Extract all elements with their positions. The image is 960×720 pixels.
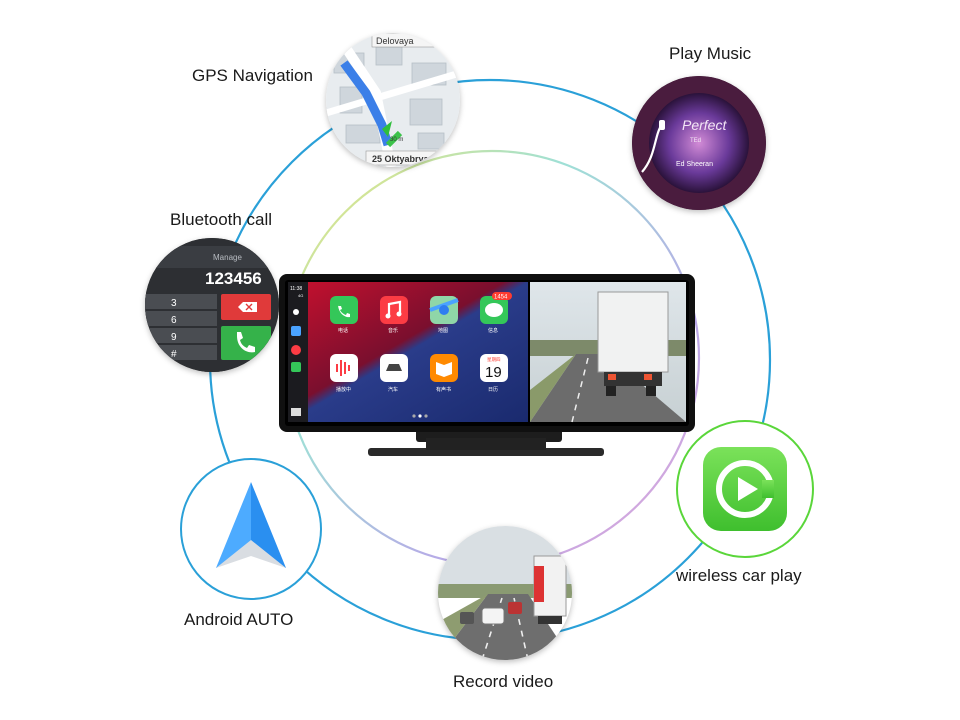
play-music-bubble: Perfect TEd Ed Sheeran (632, 76, 766, 210)
bluetooth-call-label: Bluetooth call (170, 210, 273, 229)
app-label-5: 播放中 (336, 386, 351, 393)
song-title: Perfect (682, 117, 727, 133)
sidebar-music-icon[interactable] (291, 345, 301, 355)
calendar-app-icon[interactable] (480, 354, 508, 382)
calendar-weekday: 星期四 (487, 357, 501, 363)
navigation-arrow-icon (382, 121, 392, 137)
wireless-carplay-bubble (676, 420, 814, 558)
wireless-carplay-label: wireless car play (676, 566, 802, 585)
app-label-1: 电话 (338, 327, 348, 334)
phone-header: Manage (213, 253, 242, 262)
dialed-number: 123456 (205, 269, 262, 288)
phone-handset-icon (237, 332, 255, 353)
bluetooth-call-bubble: Manage 123456 3 6 9 # (145, 238, 279, 372)
record-video-label: Record video (453, 672, 554, 691)
key-3[interactable]: 3 (171, 298, 177, 309)
call-button[interactable] (221, 326, 271, 360)
status-time: 11:38 (290, 286, 302, 292)
notification-badge (492, 292, 512, 300)
artist-name: Ed Sheeran (676, 161, 713, 168)
distance-readout: 30 m (390, 137, 403, 143)
phone-app-icon[interactable] (330, 296, 358, 324)
app-grid: 1454 电话 音乐 地图 信息 星期四 19 播放中 汽车 有声书 日历 (330, 292, 512, 418)
android-auto-bubble (180, 458, 322, 600)
app-label-7: 有声书 (436, 386, 451, 393)
play-music-label: Play Music (669, 44, 752, 63)
key-9[interactable]: 9 (171, 332, 177, 343)
sidebar-maps-icon[interactable] (291, 326, 301, 336)
street-top: Delovaya (376, 36, 414, 46)
song-subtitle: TEd (690, 138, 701, 144)
carplay-device: 11:38 4G 1454 电话 音乐 地图 信息 星期四 19 (279, 274, 695, 456)
key-6[interactable]: 6 (171, 315, 177, 326)
key-hash[interactable]: # (171, 349, 177, 360)
record-video-bubble (438, 526, 572, 660)
dashcam-view (530, 282, 686, 423)
badge-count: 1454 (494, 295, 508, 301)
status-signal: 4G (298, 293, 303, 298)
play-icon (738, 477, 758, 501)
route-line (340, 60, 393, 147)
gps-navigation-label: GPS Navigation (192, 66, 313, 85)
app-label-2: 音乐 (388, 327, 398, 334)
app-label-3: 地图 (438, 327, 448, 334)
app-label-6: 汽车 (388, 386, 398, 393)
page-dot[interactable] (412, 414, 416, 418)
android-auto-label: Android AUTO (184, 610, 294, 629)
sidebar-phone-icon[interactable] (291, 362, 301, 372)
street-bottom: 25 Oktyabrya (372, 154, 430, 164)
page-dot[interactable] (424, 414, 428, 418)
sidebar-moon-icon (293, 309, 299, 315)
app-label-8: 日历 (488, 387, 498, 393)
truck-trailer (597, 291, 669, 373)
music-app-icon[interactable] (380, 296, 408, 324)
gps-navigation-bubble: Delovaya 25 Oktyabrya 30 m (326, 33, 460, 167)
app-label-4: 信息 (488, 327, 498, 334)
calendar-day: 19 (485, 364, 502, 381)
page-dot-active[interactable] (418, 414, 422, 418)
sidebar-grid-icon[interactable] (291, 408, 301, 416)
